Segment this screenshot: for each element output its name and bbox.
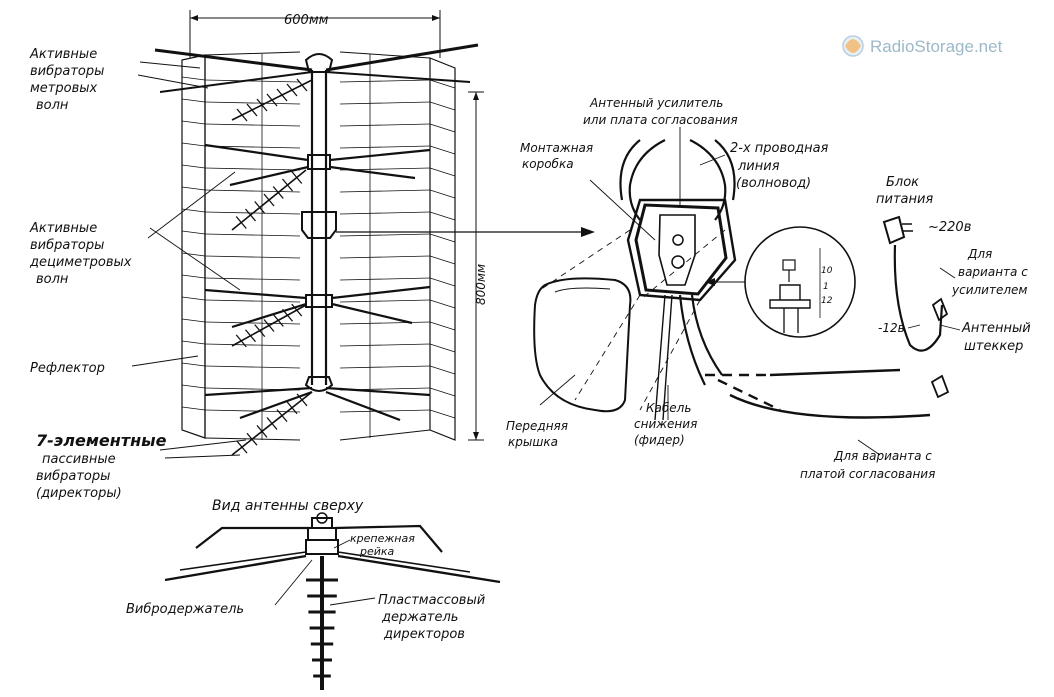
mount-rail-label: крепежная рейка — [350, 532, 418, 558]
board-variant-label: Для варианта с платой согласования — [800, 449, 936, 481]
watermark-text: RadioStorage.net — [870, 37, 1003, 56]
passive-directors-label: 7-элементные пассивные вибраторы (директ… — [36, 431, 171, 501]
central-mast — [301, 53, 337, 392]
director-combs — [231, 78, 313, 456]
left-labels: Активные вибраторы метровых волн Активны… — [29, 47, 171, 501]
power-unit-label: Блок питания — [876, 175, 933, 207]
vibro-holder-label: Вибродержатель — [126, 602, 244, 617]
top-view-title: Вид антенны сверху — [212, 498, 364, 514]
plastic-holder-label: Пластмассовый держатель директоров — [378, 593, 489, 642]
amplifier-label: Антенный усилитель или плата согласовани… — [583, 96, 738, 127]
label-leaders — [131, 61, 247, 459]
feeder-label: Кабель снижения (фидер) — [634, 401, 701, 447]
arrow-to-box — [336, 227, 595, 237]
meter-dipoles — [154, 43, 479, 93]
active-decimeter-label: Активные вибраторы дециметровых волн — [29, 221, 136, 287]
two-wire-label: 2-х проводная линия (волновод) — [730, 141, 833, 191]
front-cover-label: Передняя крышка — [506, 419, 572, 449]
dc-voltage-label: -12в — [878, 321, 905, 335]
amp-variant-label: Для варианта с усилителем — [951, 247, 1032, 297]
reflector-label: Рефлектор — [30, 361, 105, 376]
detail-dimensions: 10 1 12 — [821, 266, 835, 306]
width-dimension: 600мм — [189, 10, 441, 58]
active-meter-label: Активные вибраторы метровых волн — [29, 47, 109, 113]
plug-label: Антенный штеккер — [961, 321, 1035, 354]
mains-voltage-label: ~220в — [928, 220, 971, 235]
height-dimension-label: 800мм — [474, 264, 488, 305]
top-view: Вид антенны сверху крепежная рейка Вибро… — [126, 498, 501, 690]
reflector-grid — [181, 51, 456, 441]
decimeter-dipoles — [204, 143, 431, 422]
watermark: RadioStorage.net — [842, 35, 1003, 57]
power-unit — [882, 215, 961, 399]
right-labels: Антенный усилитель или плата согласовани… — [506, 96, 1035, 481]
main-antenna: 600мм 800мм — [131, 10, 595, 459]
height-dimension: 800мм — [468, 91, 488, 441]
radiostorage-logo-icon — [842, 35, 864, 57]
mounting-box-assembly — [533, 127, 931, 456]
width-dimension-label: 600мм — [284, 13, 329, 28]
mounting-box-label: Монтажная коробка — [520, 141, 597, 171]
detail-inset: 10 1 12 — [705, 226, 856, 338]
